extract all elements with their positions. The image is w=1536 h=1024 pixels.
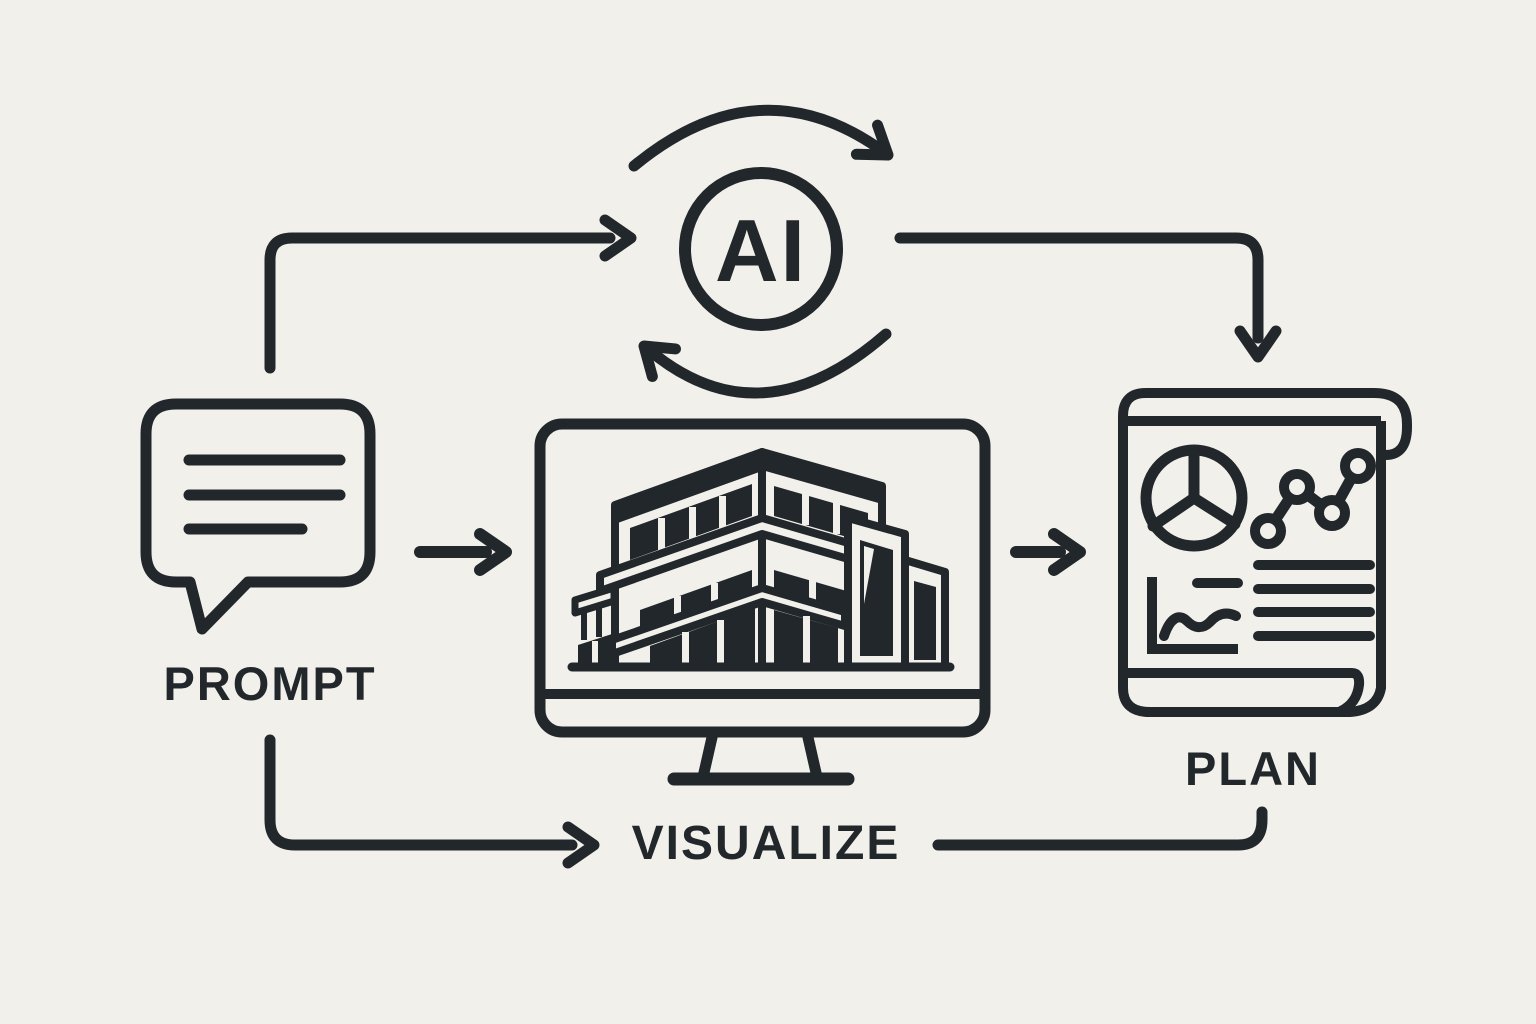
arrowhead-icon — [1234, 325, 1282, 363]
cycle-arc-bottom — [642, 328, 892, 399]
pie-chart-icon — [1140, 444, 1248, 552]
arrow-prompt-to-ai — [264, 214, 637, 374]
arrow-monitor-to-plan — [1010, 528, 1086, 576]
arrowhead-icon — [562, 821, 600, 869]
ai-circle — [679, 167, 843, 331]
arrow-prompt-to-visualize-bottom — [264, 734, 600, 869]
monitor-frame — [534, 418, 991, 738]
scroll-bottom-fold — [1118, 668, 1365, 716]
ai-cycle-badge-icon: AI — [628, 104, 894, 399]
arrowhead-icon — [850, 119, 894, 161]
scroll-top-curl — [1118, 388, 1412, 693]
arrowhead-icon — [474, 528, 512, 576]
arrowhead-icon — [599, 214, 637, 262]
prompt-label: PROMPT — [163, 657, 376, 710]
monitor-stand — [697, 731, 823, 779]
ai-label: AI — [715, 201, 807, 300]
mini-trend-chart-icon — [1147, 577, 1243, 654]
arrowhead-icon — [1048, 528, 1086, 576]
report-scroll-icon — [1118, 388, 1412, 717]
monitor-building-icon — [534, 418, 991, 786]
speech-bubble-icon — [140, 398, 376, 635]
plan-label: PLAN — [1185, 742, 1321, 795]
visualize-label: VISUALIZE — [632, 817, 901, 870]
cycle-arc-top — [628, 104, 890, 172]
scroll-bottom-edge — [1118, 671, 1386, 717]
line-visualize-to-plan — [932, 806, 1268, 851]
report-text-lines — [1253, 560, 1375, 641]
arrowhead-icon — [638, 340, 681, 383]
bubble-outline — [140, 398, 376, 635]
building-illustration — [567, 448, 955, 672]
arrow-ai-to-plan — [894, 232, 1282, 363]
line-graph-icon — [1250, 448, 1376, 549]
arrow-prompt-to-monitor — [414, 528, 512, 576]
